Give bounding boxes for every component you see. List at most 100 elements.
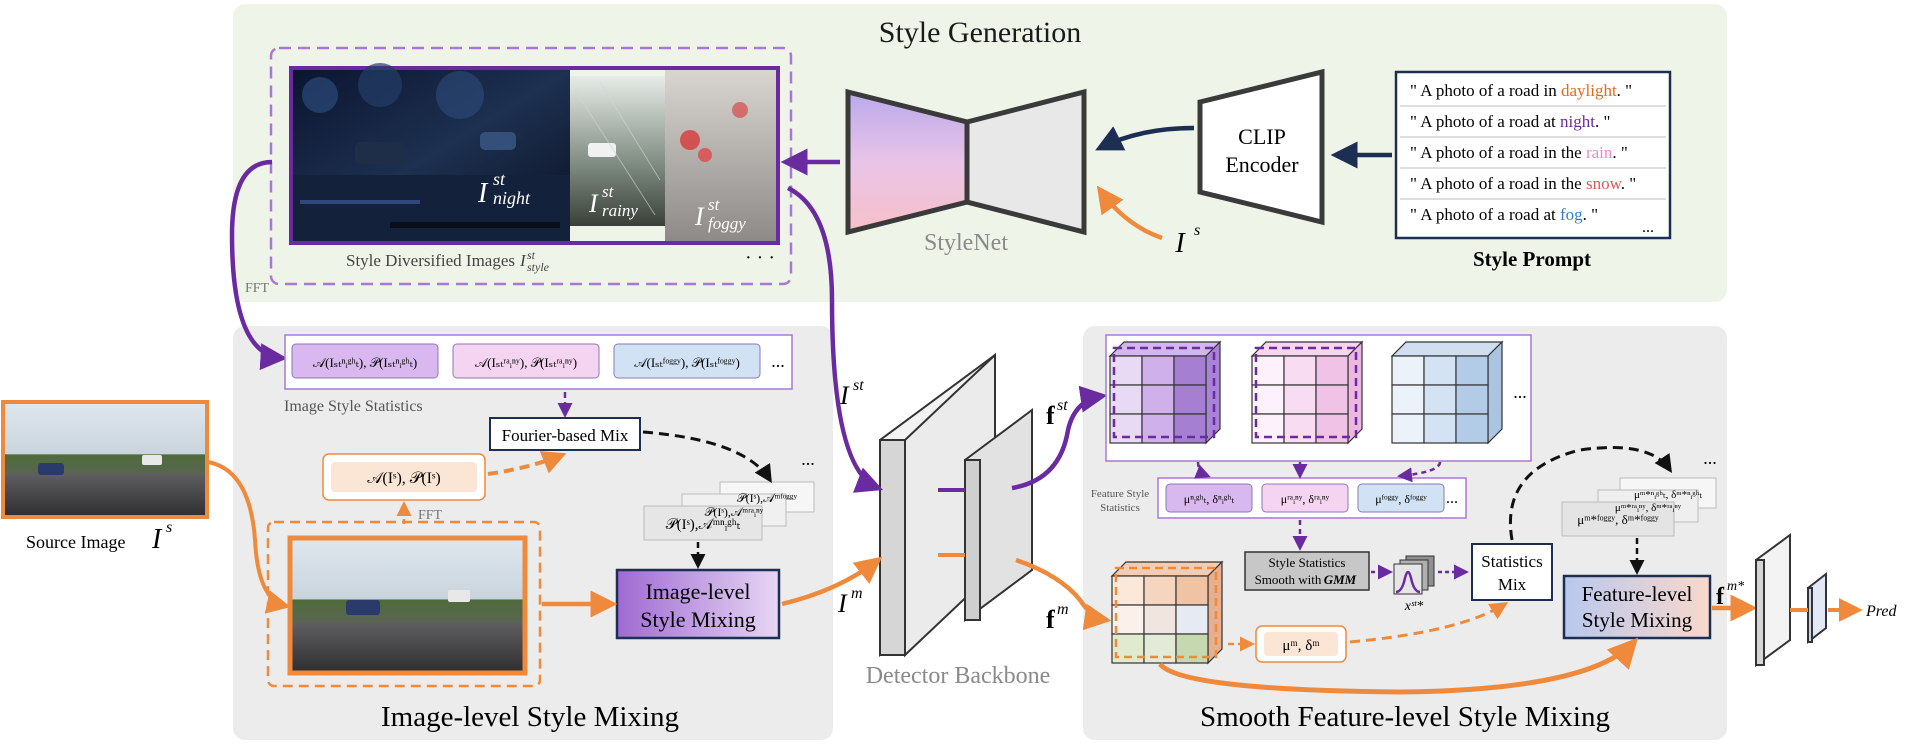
- feature-mixing-line2: Style Mixing: [1582, 608, 1693, 632]
- im-sup: m: [851, 585, 863, 602]
- svg-text:foggy: foggy: [708, 214, 746, 233]
- backbone-to-fm-arrow: [1015, 557, 1112, 631]
- fm-to-feature-mixing-arrow: [1158, 637, 1639, 695]
- mu-to-stats-mix-arrow: [1349, 602, 1509, 644]
- diversified-frame: [269, 46, 793, 286]
- prompt-row: " A photo of a road at night. ": [1410, 112, 1610, 131]
- svg-text:st: st: [708, 195, 721, 214]
- fm-sup: m: [1057, 601, 1069, 618]
- feature-stats-more: ...: [1446, 490, 1458, 507]
- svg-text:I: I: [694, 202, 705, 231]
- gmm-curve-icon: [1393, 555, 1435, 595]
- fmstar-label: f: [1716, 584, 1725, 610]
- feature-stat-pill: [1165, 483, 1253, 513]
- source-truck: [142, 455, 162, 465]
- night-label: I st night: [477, 169, 531, 209]
- night-stats-arrow: [1194, 461, 1211, 479]
- mixed-feature-foggy: μᵐ*ᶠᵒᵍᵍʸ, δᵐ*ᶠᵒᵍᵍʸ: [1577, 512, 1659, 527]
- gmm-line2: Smooth with: [1255, 572, 1322, 587]
- statistics-mix-line1: Statistics: [1481, 552, 1542, 571]
- im-label: I: [837, 589, 848, 618]
- clip-encoder: [1197, 68, 1325, 226]
- image-stat-label: 𝒜(Iₛₜʳᵃᵢⁿʸ), 𝒫(Iₛₜʳᵃᵢⁿʸ): [475, 355, 577, 370]
- fmstar-sup: m*: [1727, 579, 1744, 594]
- statistics-mix-line2: Mix: [1498, 575, 1527, 594]
- mu-m-inner: [1264, 632, 1338, 656]
- image-stat-label: 𝒜(Iₛₜⁿᵢᵍʰₜ), 𝒫(Iₛₜⁿᵢᵍʰₜ): [313, 355, 417, 370]
- detector-backbone-label: Detector Backbone: [866, 663, 1051, 689]
- diversified-border: [289, 66, 780, 245]
- svg-text:rainy: rainy: [602, 201, 638, 220]
- source-image-sup: s: [166, 519, 172, 536]
- svg-text:st: st: [602, 182, 615, 201]
- gmm-bold: GMM: [1324, 572, 1357, 587]
- xst-label: xˢᵗ*: [1404, 599, 1424, 614]
- fst-label: f: [1046, 401, 1055, 430]
- image-stat-pill: [452, 343, 600, 379]
- foggy-image: [665, 70, 776, 241]
- source-amp-label: 𝒜(Iˢ), 𝒫(Iˢ): [367, 470, 440, 487]
- svg-text:night: night: [493, 188, 531, 208]
- mixed-cards-stack: 𝒫(Iˢ),𝒜ᵐᶠᵒᵍᵍʸ 𝒫(Iˢ),𝒜ᵐʳᵃᵢⁿʸ 𝒫(Iˢ),𝒜ᵐⁿᵢᵍʰ…: [643, 481, 815, 541]
- image-stats-caption: Image Style Statistics: [284, 398, 423, 415]
- ist-sup: st: [853, 377, 864, 394]
- feature-cube-rainy: [1250, 340, 1364, 445]
- rainy-image: [570, 76, 665, 226]
- mixed-feature-more: ...: [1703, 448, 1717, 468]
- feature-level-mixing-box: [1562, 574, 1712, 640]
- source-car: [38, 463, 64, 475]
- rainy-label: I st rainy: [588, 182, 638, 220]
- image-stats-more: ...: [771, 351, 785, 371]
- mixed-card-rainy: 𝒫(Iˢ),𝒜ᵐʳᵃᵢⁿʸ: [705, 505, 764, 519]
- source-amp-to-fourier-arrow: [487, 451, 567, 476]
- feature-stat-label: μⁿᵢᵍʰₜ, δⁿᵢᵍʰₜ: [1184, 492, 1234, 506]
- image-mixing-title: Image-level Style Mixing: [381, 701, 679, 733]
- mixed-feature-night: μᵐ*ⁿᵢᵍʰₜ, δᵐ*ⁿᵢᵍʰₜ: [1634, 489, 1702, 501]
- feature-cube-m: [1110, 560, 1224, 665]
- image-mixing-line2: Style Mixing: [640, 607, 756, 632]
- detection-head: [1755, 533, 1827, 667]
- svg-text:I: I: [588, 189, 599, 218]
- gmm-line1: Style Statistics: [1269, 555, 1346, 570]
- backbone-to-fst-arrow: [1011, 385, 1108, 491]
- night-image: [293, 63, 570, 241]
- prompt-more: ...: [1642, 219, 1654, 236]
- source-copy-truck: [448, 590, 470, 602]
- statistics-mix-box: [1471, 543, 1553, 601]
- svg-text:I: I: [477, 178, 489, 209]
- mixed-card-foggy: 𝒫(Iˢ),𝒜ᵐⁿᵢᵍʰₜ: [666, 517, 741, 533]
- mixed-feature-cards: μᵐ*ⁿᵢᵍʰₜ, δᵐ*ⁿᵢᵍʰₜ μᵐ*ʳᵃᵢⁿʸ, δᵐ*ʳᵃᵢⁿʸ μᵐ…: [1561, 477, 1717, 537]
- clip-to-stylenet-arrow: [1095, 125, 1195, 151]
- ist-to-backbone-arrow: [786, 185, 884, 493]
- style-generation-title: Style Generation: [879, 16, 1081, 49]
- source-amp-inner: [331, 462, 477, 492]
- source-image-frame: [1, 400, 209, 519]
- feature-stats-caption-1: Feature Style: [1091, 488, 1149, 500]
- image-stat-pill: [291, 343, 439, 379]
- diversified-sub: style: [527, 260, 550, 274]
- feature-cubes-more: ...: [1513, 382, 1527, 402]
- fourier-to-cards-arrow: [642, 430, 772, 484]
- prompt-row: " A photo of a road in daylight. ": [1410, 81, 1632, 100]
- image-stat-pill: [613, 343, 761, 379]
- feature-cube-foggy: [1390, 340, 1504, 445]
- style-prompt-title: Style Prompt: [1473, 247, 1591, 271]
- diversified-symbol: I: [519, 251, 527, 270]
- source-copy-image: [287, 535, 528, 676]
- image-mixing-line1: Image-level: [645, 579, 750, 604]
- diversified-sup: st: [527, 248, 536, 262]
- svg-text:st: st: [493, 169, 506, 189]
- mixed-feature-rainy: μᵐ*ʳᵃᵢⁿʸ, δᵐ*ʳᵃᵢⁿʸ: [1615, 502, 1682, 514]
- prompt-row: " A photo of a road at fog. ": [1410, 205, 1598, 224]
- foggy-stats-arrow: [1397, 461, 1442, 483]
- mixed-cards-more: ...: [801, 449, 815, 469]
- mixed-card-night: 𝒫(Iˢ),𝒜ᵐᶠᵒᵍᵍʸ: [737, 491, 798, 505]
- stylenet-input-symbol: I: [1174, 228, 1186, 259]
- feature-stat-pill: [1261, 483, 1349, 513]
- feature-mixing-title: Smooth Feature-level Style Mixing: [1200, 701, 1610, 733]
- ist-label: I: [839, 381, 850, 410]
- fm-label: f: [1046, 605, 1055, 634]
- fft-arrow: [229, 159, 288, 371]
- source-copy-car: [346, 600, 380, 615]
